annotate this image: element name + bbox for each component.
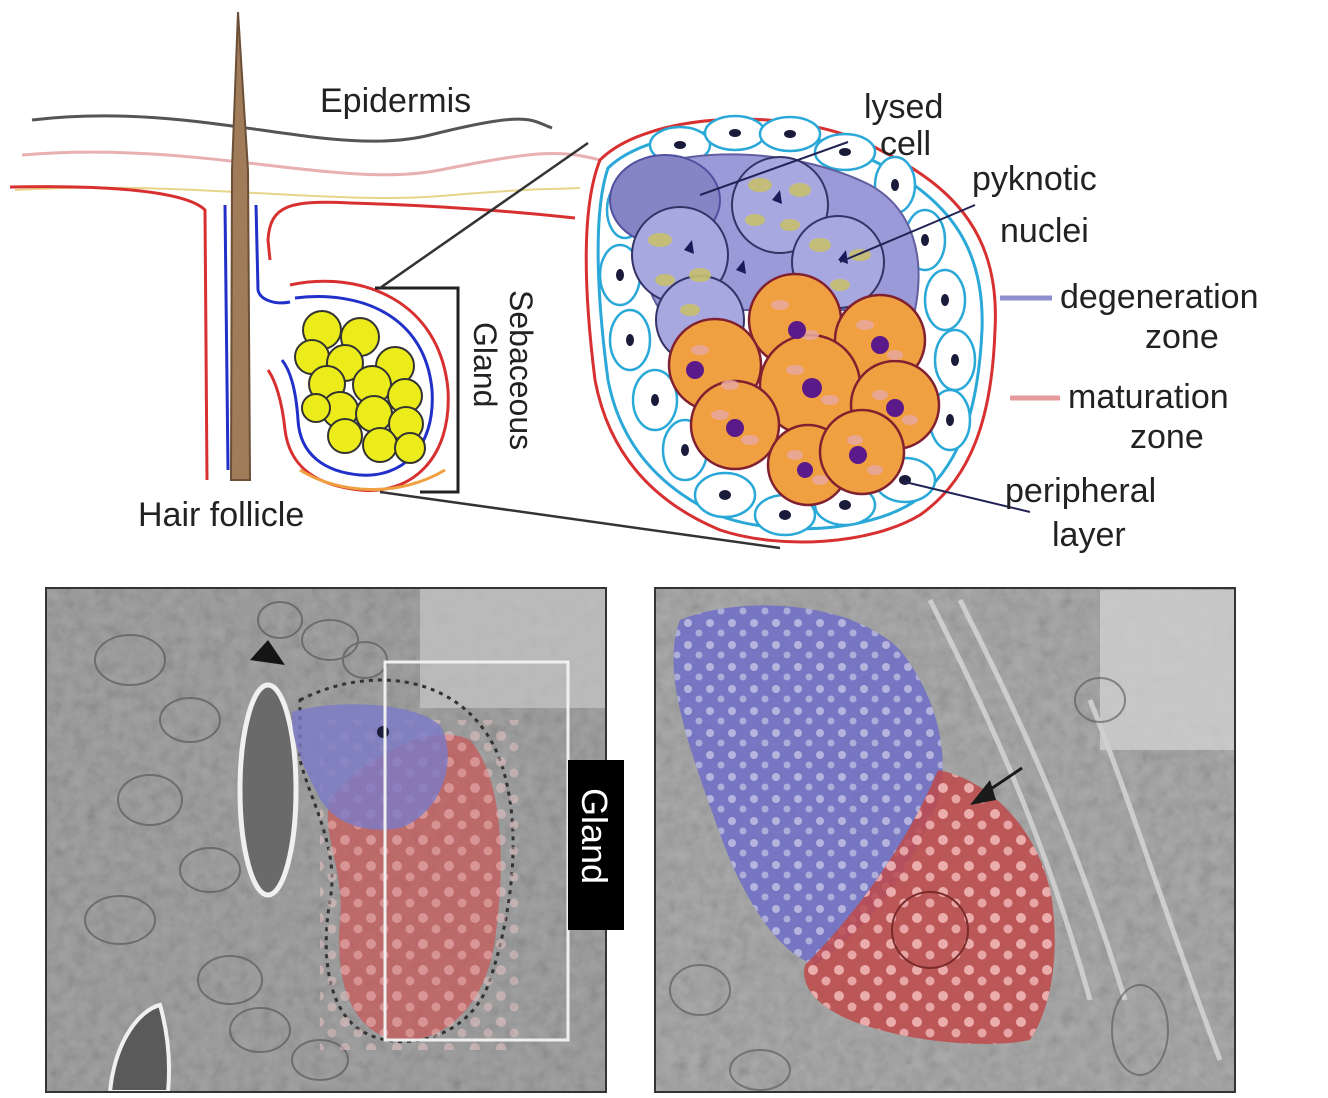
micrograph-detail — [655, 588, 1235, 1092]
epidermis-pink-line — [22, 152, 600, 175]
epidermis-label: Epidermis — [320, 82, 471, 120]
epidermis-gray-line — [32, 116, 552, 141]
maturation-label-line2: zone — [1130, 418, 1204, 456]
maturation-label-line1: maturation — [1068, 378, 1229, 416]
gland-detail-schematic: lysed cell pyknotic nuclei degeneration … — [586, 88, 1258, 554]
overview-degeneration-nucleus — [377, 726, 389, 738]
gland-yellow-cells — [295, 311, 425, 463]
lysed-label-line2: cell — [880, 125, 931, 163]
pyknotic-label-line1: pyknotic — [972, 160, 1097, 198]
lysed-label-line1: lysed — [864, 88, 943, 126]
peripheral-label-line2: layer — [1052, 516, 1126, 554]
gland-tag: Gland — [568, 760, 624, 930]
degeneration-label-line1: degeneration — [1060, 278, 1259, 316]
dermis-red-line-left — [10, 187, 207, 480]
dermis-red-line-right — [268, 202, 575, 260]
hair-shaft — [231, 12, 250, 480]
gland-orange-outline — [300, 470, 445, 490]
overview-light-area — [420, 588, 606, 708]
detail-light-area — [1100, 590, 1235, 750]
gland-tag-label: Gland — [574, 788, 615, 884]
hair-follicle-label: Hair follicle — [138, 496, 304, 534]
follicle-blue-left — [225, 205, 228, 470]
overview-hair-follicle — [240, 685, 296, 895]
sebaceous-gland-label: Sebaceous Gland — [467, 290, 539, 450]
pyknotic-label-line2: nuclei — [1000, 212, 1089, 250]
sebaceous-label-line2: Gland — [467, 322, 503, 407]
degeneration-label-line2: zone — [1145, 318, 1219, 356]
sebaceous-label-line1: Sebaceous — [503, 290, 539, 450]
peripheral-label-line1: peripheral — [1005, 472, 1156, 510]
micrograph-overview — [46, 588, 606, 1092]
